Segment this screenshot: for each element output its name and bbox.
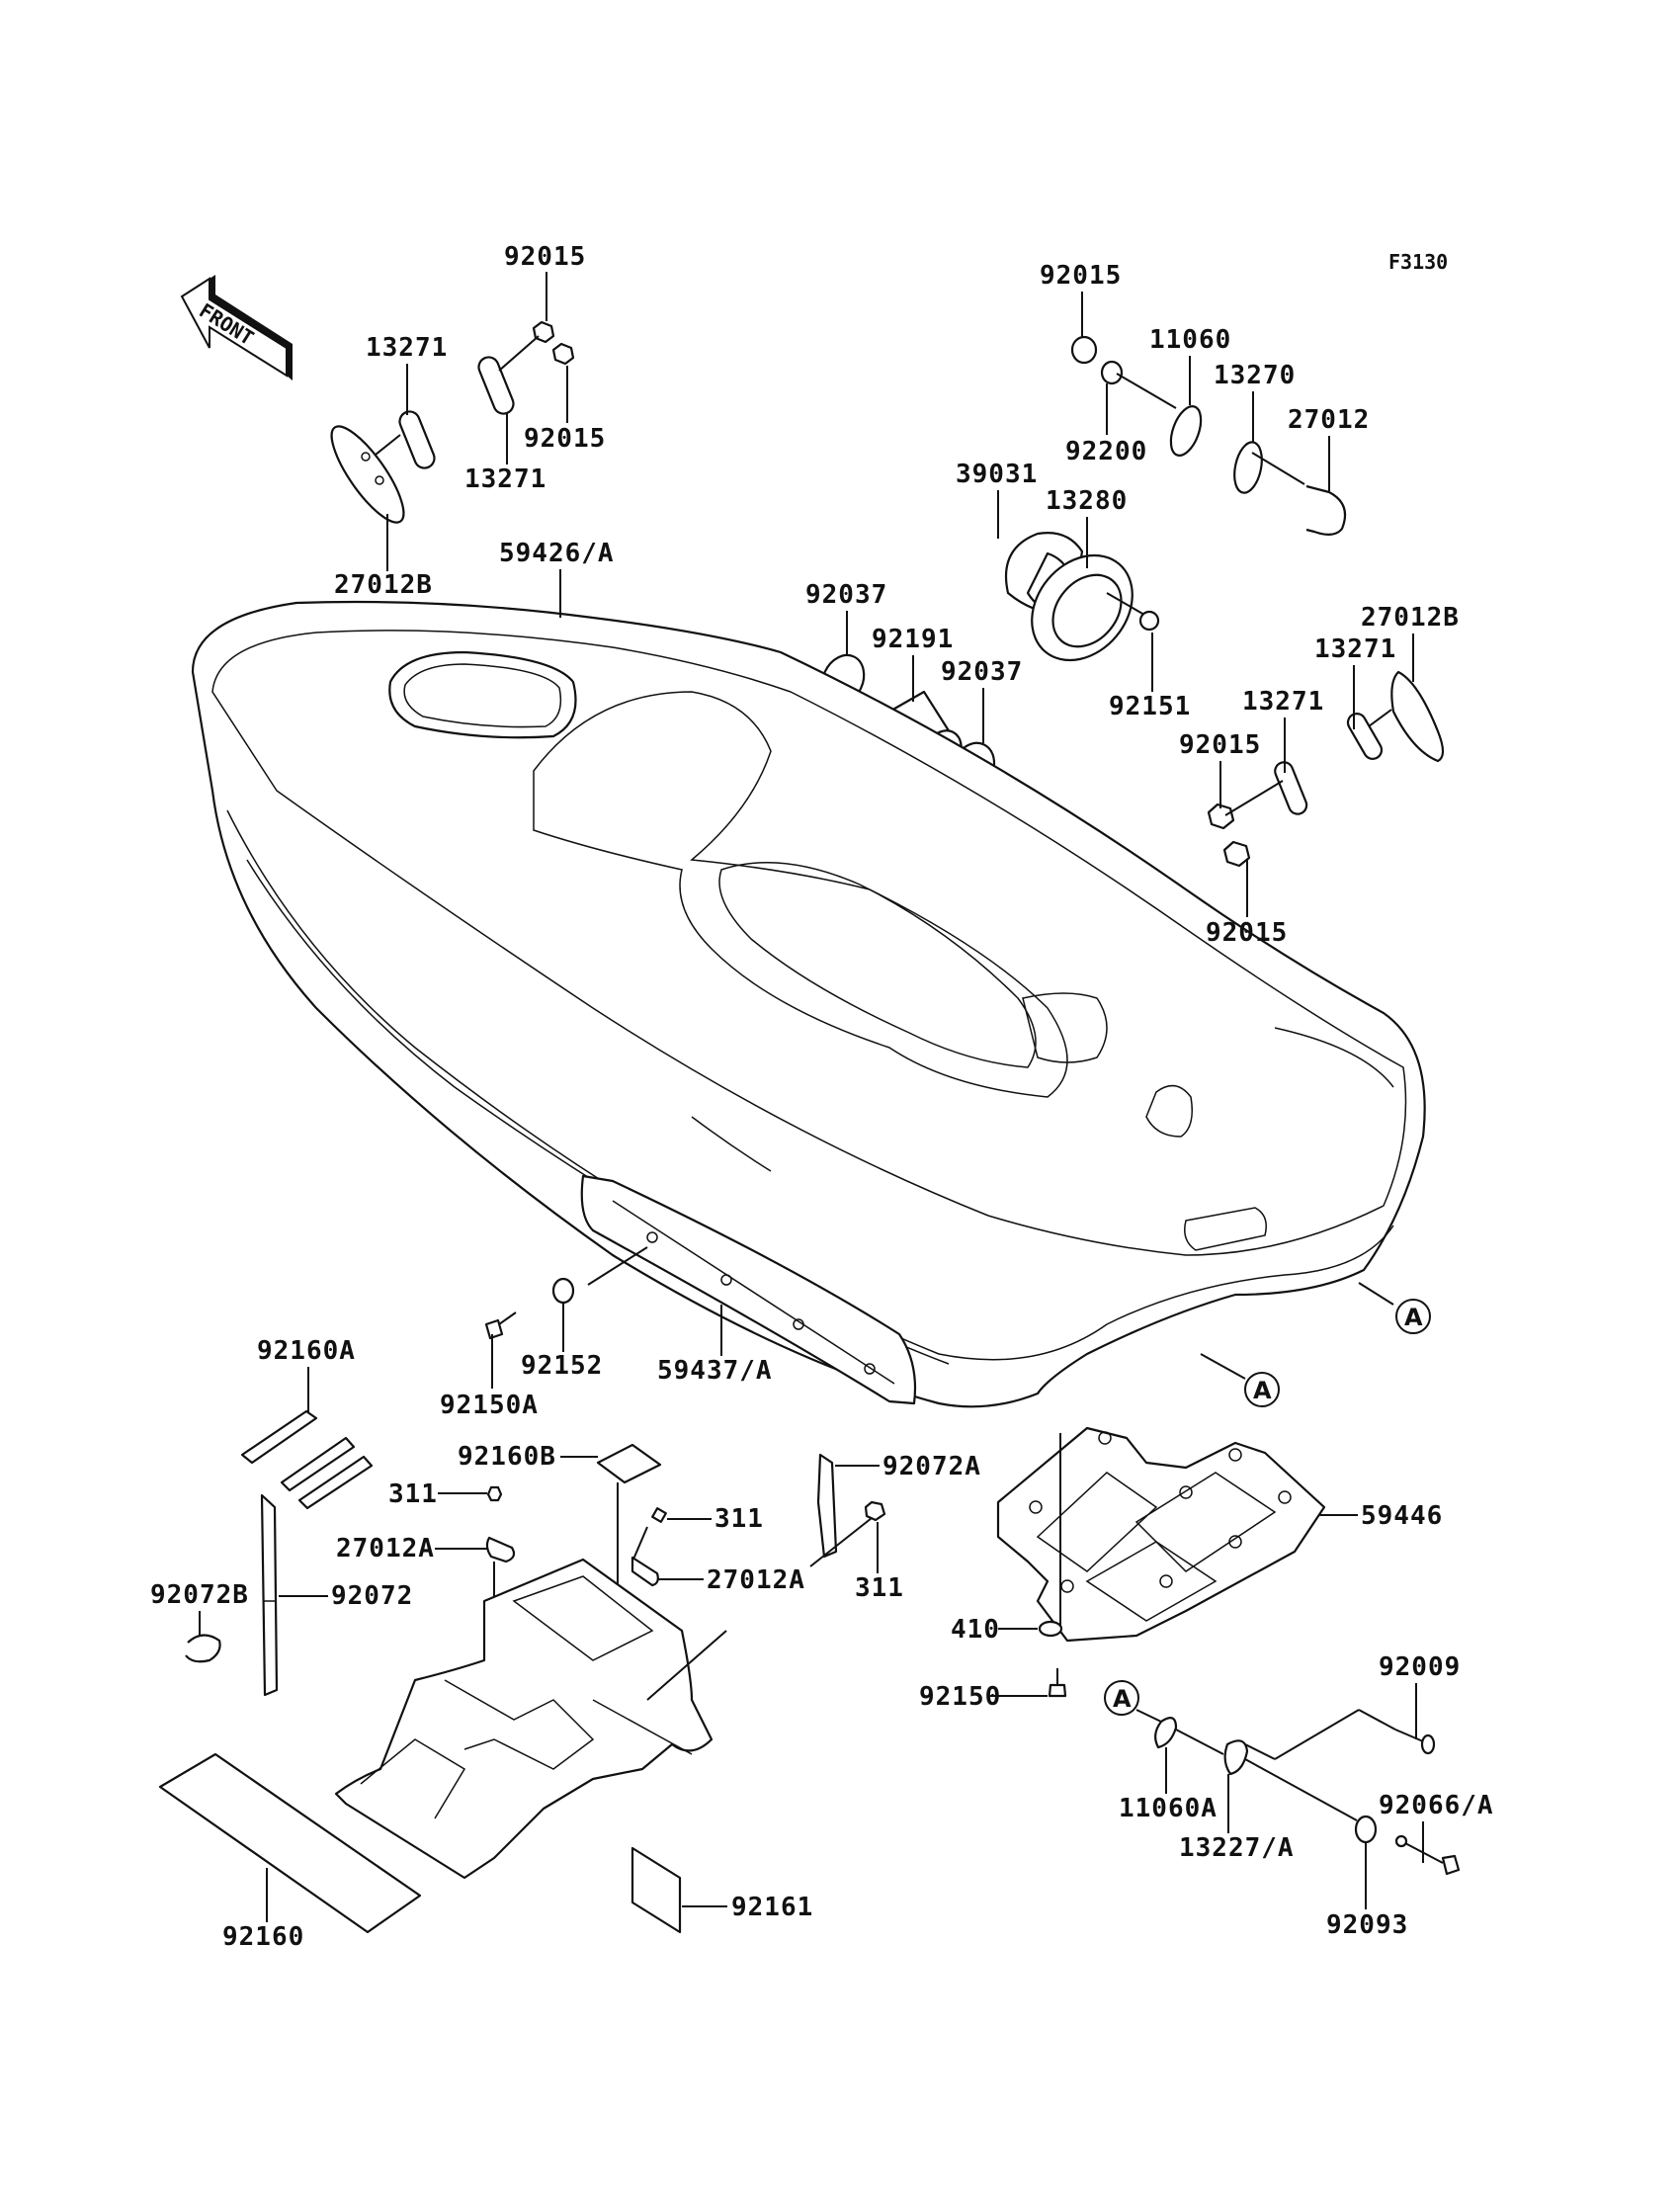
label-92015[interactable]: 92015 [1206,918,1288,948]
label-92072[interactable]: 92072 [331,1581,413,1611]
nut-92015-mid-b [1222,840,1251,868]
nut-92015-right [1070,335,1098,365]
label-59426a[interactable]: 59426/A [499,539,615,568]
nut-92015-lower [551,342,575,366]
plate-11060 [1169,405,1203,457]
label-92072b[interactable]: 92072B [150,1580,249,1610]
label-13280[interactable]: 13280 [1046,486,1128,516]
plate-13270 [1233,441,1263,494]
label-92037[interactable]: 92037 [941,657,1023,687]
bolt-92066a [1394,1834,1461,1876]
plug-13227a [1223,1739,1249,1776]
label-92151[interactable]: 92151 [1109,692,1191,721]
grommet-410 [1038,1620,1063,1638]
reference-marker-a-1: A [1358,1282,1431,1334]
svg-text:A: A [1404,1304,1423,1331]
collar-92152 [551,1277,575,1305]
label-92037[interactable]: 92037 [805,580,887,610]
ring-13280 [1031,553,1134,662]
label-27012a[interactable]: 27012A [336,1534,435,1563]
label-92015[interactable]: 92015 [504,242,586,272]
gasket-11060a [1154,1717,1178,1749]
part-labels: 92015 13271 92015 13271 27012B 59426/A 9… [150,242,1494,1952]
label-13227a[interactable]: 13227/A [1179,1833,1295,1863]
label-92150a[interactable]: 92150A [440,1391,539,1420]
washer-92093 [1354,1815,1378,1844]
label-92152[interactable]: 92152 [521,1351,603,1381]
screw-92151 [1138,610,1160,632]
bolt-92150 [1048,1668,1067,1698]
screw-92009 [1394,1729,1436,1755]
label-92200[interactable]: 92200 [1065,437,1147,466]
rail-59437a [580,1174,917,1405]
nut-311-right [651,1507,667,1523]
label-27012[interactable]: 27012 [1288,405,1370,435]
svg-text:A: A [1113,1685,1132,1713]
label-13271[interactable]: 13271 [366,333,448,363]
label-410[interactable]: 410 [951,1615,1000,1645]
nut-311-mid [864,1500,886,1522]
label-13271[interactable]: 13271 [1314,634,1396,664]
strap-92072 [260,1493,279,1697]
label-92093[interactable]: 92093 [1326,1910,1408,1940]
label-92015[interactable]: 92015 [524,424,606,454]
label-39031[interactable]: 39031 [956,460,1038,489]
link-plate-13271-right [1346,713,1384,760]
figure-code: F3130 [1388,250,1448,274]
label-311[interactable]: 311 [388,1479,438,1509]
label-92160a[interactable]: 92160A [257,1336,356,1366]
front-arrow-icon: FRONT [180,275,293,380]
label-13271[interactable]: 13271 [1242,687,1324,717]
link-plate-13271-top [477,356,515,415]
label-13271[interactable]: 13271 [464,465,546,494]
link-plate-13271-mid [1274,761,1308,815]
strips-92160a [240,1409,374,1510]
clip-27012a-right [630,1556,659,1587]
label-92150[interactable]: 92150 [919,1682,1001,1712]
bolt-92150a [484,1311,517,1340]
label-92066a[interactable]: 92066/A [1379,1791,1494,1820]
label-11060[interactable]: 11060 [1149,325,1231,355]
nut-311-left [486,1485,503,1502]
label-311[interactable]: 311 [714,1504,764,1534]
label-59446[interactable]: 59446 [1361,1501,1443,1531]
pad-92161 [630,1846,682,1934]
label-92191[interactable]: 92191 [872,625,954,654]
mat-92160 [158,1752,422,1934]
plate-27012b-right [1390,670,1445,763]
label-92015[interactable]: 92015 [1040,261,1122,291]
reference-marker-a-2: A [1200,1353,1280,1407]
label-92072a[interactable]: 92072A [882,1452,981,1481]
strap-92072a [816,1453,838,1559]
label-92160[interactable]: 92160 [222,1922,304,1952]
label-92009[interactable]: 92009 [1379,1652,1461,1682]
label-27012b[interactable]: 27012B [1361,603,1460,633]
band-92072b [185,1634,221,1663]
plate-27012b-left [330,425,405,524]
label-11060a[interactable]: 11060A [1119,1794,1218,1823]
nut-92015-mid-a [1207,803,1235,830]
plate-59446 [996,1426,1326,1643]
label-13270[interactable]: 13270 [1214,361,1296,390]
link-plate-13271-left [398,410,436,469]
label-311[interactable]: 311 [855,1573,904,1603]
label-92161[interactable]: 92161 [731,1893,813,1922]
svg-text:A: A [1253,1377,1272,1404]
reference-marker-a-3: A [1104,1680,1162,1723]
label-92160b[interactable]: 92160B [458,1442,556,1472]
pad-92160b [596,1443,662,1484]
label-92015[interactable]: 92015 [1179,730,1261,760]
clip-27012a-left [485,1536,516,1563]
label-27012b[interactable]: 27012B [334,570,433,600]
u-bolt-27012 [1305,484,1347,536]
washer-92200 [1100,360,1124,385]
tray-part [334,1558,714,1880]
label-27012a[interactable]: 27012A [707,1565,805,1595]
label-59437a[interactable]: 59437/A [657,1356,773,1386]
